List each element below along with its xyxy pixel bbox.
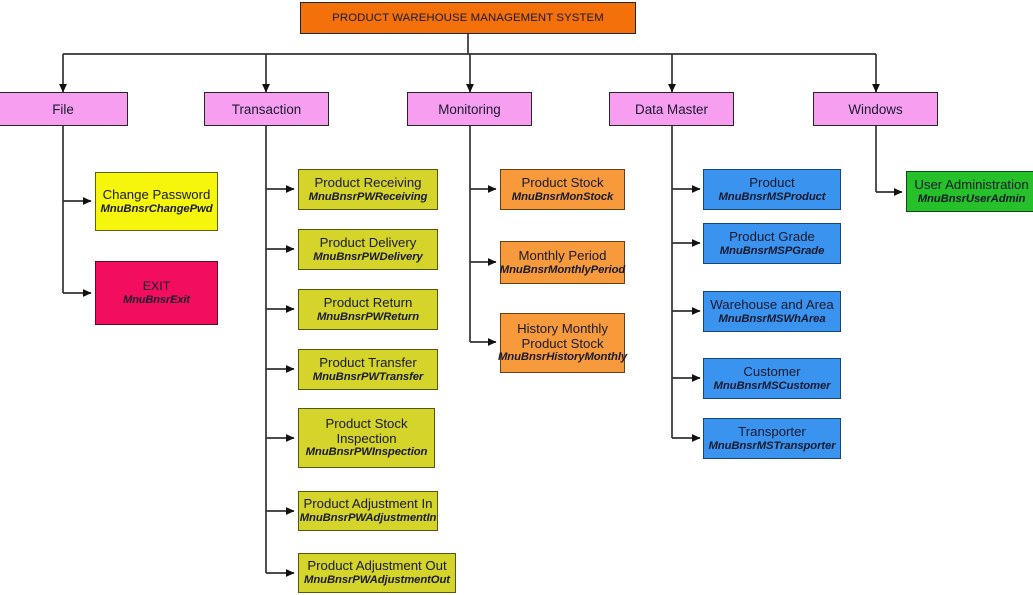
node-product-delivery[interactable]: Product Delivery MnuBnsrPWDelivery [298, 229, 438, 270]
node-monitoring-product-stock[interactable]: Product Stock MnuBnsrMonStock [500, 169, 625, 210]
node-customer[interactable]: Customer MnuBnsrMSCustomer [703, 358, 841, 399]
node-product-label: Product [749, 174, 795, 190]
node-product-receiving-label: Product Receiving [314, 174, 422, 190]
node-exit-label: EXIT [142, 278, 171, 293]
node-product-return[interactable]: Product Return MnuBnsrPWReturn [298, 289, 438, 330]
node-root[interactable]: PRODUCT WAREHOUSE MANAGEMENT SYSTEM [300, 2, 636, 34]
node-warehouse-and-area-code: MnuBnsrMSWhArea [718, 312, 826, 325]
node-monitoring[interactable]: Monitoring [407, 92, 532, 126]
node-change-password-code: MnuBnsrChangePwd [100, 202, 213, 215]
node-customer-label: Customer [743, 363, 801, 379]
node-history-monthly-product-stock[interactable]: History Monthly Product Stock MnuBnsrHis… [497, 313, 628, 373]
node-product-grade-code: MnuBnsrMSPGrade [719, 244, 825, 257]
node-product-stock-inspection-code: MnuBnsrPWInspection [305, 446, 428, 459]
node-product-adjustment-in[interactable]: Product Adjustment In MnuBnsrPWAdjustmen… [298, 491, 438, 531]
node-data-master[interactable]: Data Master [609, 92, 734, 126]
node-product[interactable]: Product MnuBnsrMSProduct [703, 169, 841, 210]
node-product-adjustment-in-code: MnuBnsrPWAdjustmentIn [299, 512, 437, 525]
node-product-grade-label: Product Grade [729, 228, 815, 244]
node-monitoring-product-stock-code: MnuBnsrMonStock [511, 190, 614, 203]
node-monitoring-label: Monitoring [438, 101, 501, 117]
node-file[interactable]: File [0, 92, 128, 126]
node-product-return-code: MnuBnsrPWReturn [316, 310, 420, 323]
node-warehouse-and-area-label: Warehouse and Area [710, 296, 834, 312]
node-monitoring-product-stock-label: Product Stock [521, 174, 604, 190]
node-product-adjustment-out[interactable]: Product Adjustment Out MnuBnsrPWAdjustme… [298, 553, 456, 593]
node-transaction-label: Transaction [231, 101, 302, 117]
node-monthly-period-code: MnuBnsrMonthlyPeriod [499, 263, 626, 276]
node-product-grade[interactable]: Product Grade MnuBnsrMSPGrade [703, 223, 841, 264]
node-change-password-label: Change Password [102, 186, 211, 202]
node-product-receiving-code: MnuBnsrPWReceiving [308, 190, 428, 203]
node-transaction[interactable]: Transaction [204, 92, 329, 126]
node-product-adjustment-out-label: Product Adjustment Out [307, 558, 447, 574]
node-data-master-label: Data Master [635, 101, 708, 117]
node-product-adjustment-in-label: Product Adjustment In [303, 496, 433, 512]
node-change-password[interactable]: Change Password MnuBnsrChangePwd [95, 172, 218, 231]
node-transporter[interactable]: Transporter MnuBnsrMSTransporter [703, 418, 841, 459]
node-history-monthly-product-stock-code: MnuBnsrHistoryMonthly [497, 351, 628, 364]
node-windows[interactable]: Windows [813, 92, 938, 126]
node-product-transfer[interactable]: Product Transfer MnuBnsrPWTransfer [298, 349, 438, 390]
node-warehouse-and-area[interactable]: Warehouse and Area MnuBnsrMSWhArea [703, 291, 841, 332]
node-transporter-label: Transporter [738, 423, 806, 439]
node-customer-code: MnuBnsrMSCustomer [713, 379, 831, 392]
node-exit-code: MnuBnsrExit [123, 293, 190, 306]
node-exit[interactable]: EXIT MnuBnsrExit [95, 261, 218, 325]
node-product-transfer-label: Product Transfer [319, 354, 417, 370]
node-product-delivery-code: MnuBnsrPWDelivery [313, 250, 423, 263]
node-product-delivery-label: Product Delivery [319, 234, 417, 250]
node-product-transfer-code: MnuBnsrPWTransfer [312, 370, 424, 383]
node-product-stock-inspection-label: Product Stock Inspection [325, 415, 408, 446]
node-user-administration-code: MnuBnsrUserAdmin [917, 192, 1026, 205]
node-monthly-period-label: Monthly Period [518, 247, 607, 263]
node-user-administration[interactable]: User Administration MnuBnsrUserAdmin [906, 171, 1033, 212]
node-transporter-code: MnuBnsrMSTransporter [708, 439, 836, 452]
node-product-adjustment-out-code: MnuBnsrPWAdjustmentOut [304, 574, 450, 587]
node-product-stock-inspection[interactable]: Product Stock Inspection MnuBnsrPWInspec… [298, 408, 435, 468]
node-monthly-period[interactable]: Monthly Period MnuBnsrMonthlyPeriod [500, 241, 625, 284]
node-windows-label: Windows [848, 101, 903, 117]
node-product-code: MnuBnsrMSProduct [718, 190, 826, 203]
node-history-monthly-product-stock-label: History Monthly Product Stock [517, 320, 608, 351]
node-user-administration-label: User Administration [914, 176, 1029, 192]
node-root-label: PRODUCT WAREHOUSE MANAGEMENT SYSTEM [332, 11, 604, 24]
node-product-receiving[interactable]: Product Receiving MnuBnsrPWReceiving [298, 169, 438, 210]
node-product-return-label: Product Return [323, 294, 413, 310]
node-file-label: File [52, 101, 74, 117]
